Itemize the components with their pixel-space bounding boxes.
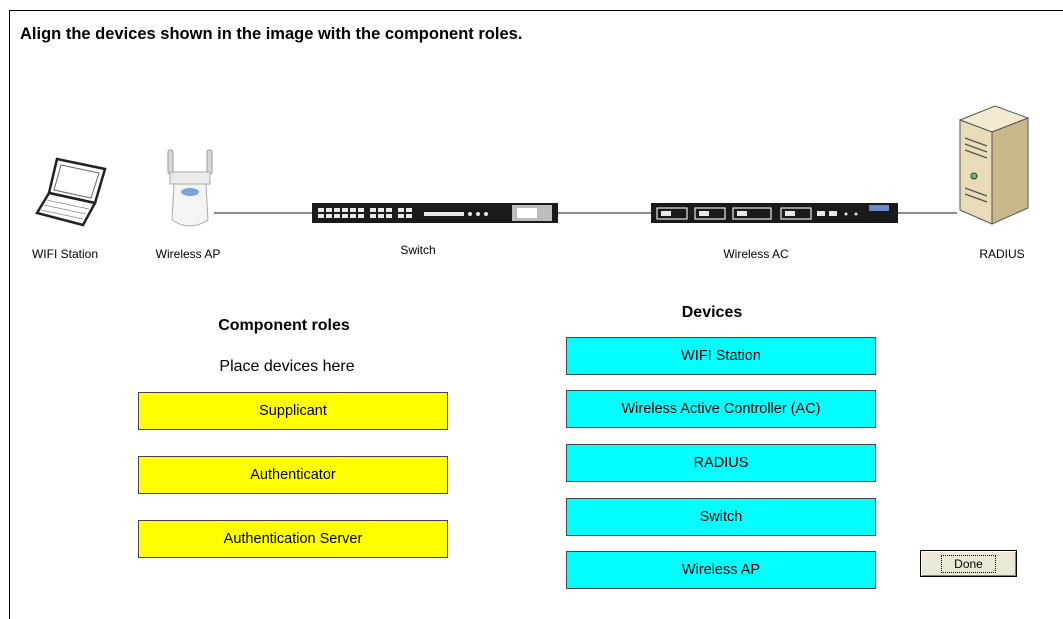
role-drop-zone-supplicant[interactable]: Supplicant [138, 392, 448, 430]
switch-icon [312, 203, 558, 223]
role-drop-zone-authentication-server[interactable]: Authentication Server [138, 520, 448, 558]
devices-heading: Devices [681, 304, 743, 321]
device-tile-radius[interactable]: RADIUS [566, 444, 876, 482]
wireless-controller-icon [651, 203, 898, 223]
device-tile-wireless-ap[interactable]: Wireless AP [566, 551, 876, 589]
device-tile-wireless-ac[interactable]: Wireless Active Controller (AC) [566, 390, 876, 428]
device-label-wireless-ap: Wireless AP [155, 247, 221, 261]
link-ac-radius [897, 212, 957, 214]
question-frame [9, 10, 1063, 619]
device-tile-wifi-station[interactable]: WIFI Station [566, 337, 876, 375]
server-icon [958, 105, 1030, 225]
drop-hint: Place devices here [219, 358, 355, 375]
question-title: Align the devices shown in the image wit… [20, 25, 523, 43]
role-drop-zone-authenticator[interactable]: Authenticator [138, 456, 448, 494]
device-label-switch: Switch [400, 243, 436, 257]
device-label-wireless-ac: Wireless AC [723, 247, 789, 261]
link-switch-ac [556, 212, 651, 214]
laptop-icon [35, 157, 107, 227]
component-roles-heading: Component roles [218, 317, 350, 334]
device-label-wifi-station: WIFI Station [31, 247, 99, 261]
device-tile-switch[interactable]: Switch [566, 498, 876, 536]
access-point-icon [167, 149, 213, 227]
done-button-label: Done [941, 554, 996, 573]
device-label-radius: RADIUS [979, 247, 1025, 261]
done-button[interactable]: Done [920, 550, 1017, 577]
link-ap-switch [214, 212, 314, 214]
